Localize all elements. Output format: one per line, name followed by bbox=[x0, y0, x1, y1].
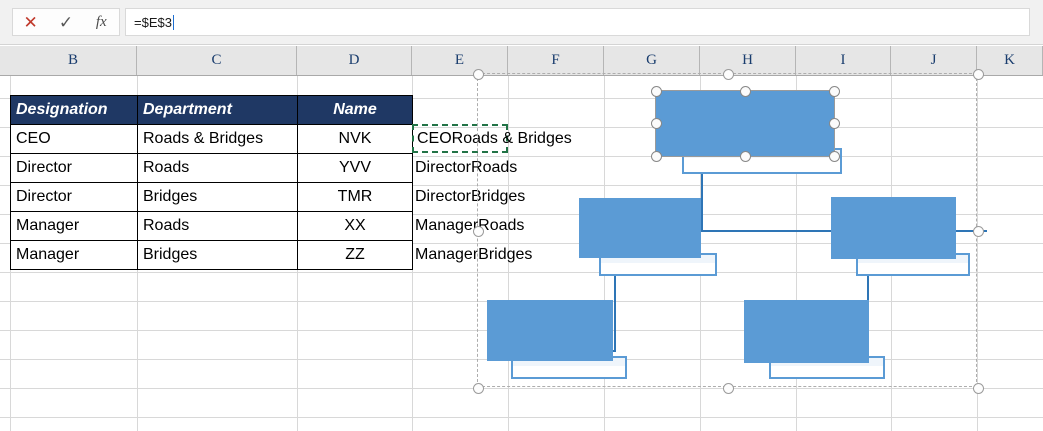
cell-value: DirectorRoads bbox=[415, 158, 518, 176]
column-header-c[interactable]: C bbox=[137, 46, 297, 75]
resize-handle-5[interactable] bbox=[650, 150, 662, 162]
column-header-g[interactable]: G bbox=[604, 46, 700, 75]
table-cell-designation[interactable]: Manager bbox=[10, 240, 138, 270]
table-cell-name[interactable]: TMR bbox=[297, 182, 413, 212]
column-header-e[interactable]: E bbox=[412, 46, 508, 75]
enter-check-icon[interactable]: ✓ bbox=[58, 12, 74, 32]
table-cell-department[interactable]: Roads & Bridges bbox=[137, 124, 298, 154]
smartart-frame-handle-3[interactable] bbox=[472, 225, 484, 237]
formula-input-value: =$E$3 bbox=[134, 14, 172, 30]
cell-e7[interactable]: ManagerBridges bbox=[412, 240, 532, 269]
manager-roads-node[interactable] bbox=[487, 300, 613, 361]
table-cell-name[interactable]: XX bbox=[297, 211, 413, 241]
smartart-frame-handle-1[interactable] bbox=[722, 68, 734, 80]
grid-line-horizontal bbox=[0, 272, 1043, 273]
table-cell-department[interactable]: Roads bbox=[137, 211, 298, 241]
table-cell-designation[interactable]: Manager bbox=[10, 211, 138, 241]
cell-e4[interactable]: DirectorRoads bbox=[412, 153, 517, 182]
cell-e5[interactable]: DirectorBridges bbox=[412, 182, 525, 211]
column-header-i[interactable]: I bbox=[796, 46, 891, 75]
smartart-frame-handle-4[interactable] bbox=[972, 225, 984, 237]
resize-handle-2[interactable] bbox=[828, 85, 840, 97]
grid-line-horizontal bbox=[0, 417, 1043, 418]
resize-handle-7[interactable] bbox=[828, 150, 840, 162]
table-cell-name[interactable]: YVV bbox=[297, 153, 413, 183]
grid-line-horizontal bbox=[0, 127, 1043, 128]
cell-value: ManagerRoads bbox=[415, 216, 525, 234]
resize-handle-1[interactable] bbox=[739, 85, 751, 97]
smartart-frame-handle-7[interactable] bbox=[972, 382, 984, 394]
grid-line-vertical bbox=[508, 76, 509, 431]
cell-value: CEORoads & Bridges bbox=[417, 129, 572, 147]
connector-director-roads-down bbox=[614, 276, 616, 352]
ceo-node[interactable] bbox=[656, 91, 834, 156]
grid-line-horizontal bbox=[0, 243, 1043, 244]
director-bridges-node[interactable] bbox=[831, 197, 956, 259]
grid-line-horizontal bbox=[0, 98, 1043, 99]
table-cell-designation[interactable]: Director bbox=[10, 153, 138, 183]
cell-value: ManagerBridges bbox=[415, 245, 533, 263]
column-header-h[interactable]: H bbox=[700, 46, 796, 75]
table-header-department[interactable]: Department bbox=[137, 95, 298, 125]
table-cell-department[interactable]: Roads bbox=[137, 153, 298, 183]
grid-line-horizontal bbox=[0, 214, 1043, 215]
formula-bar: ✕ ✓ fx =$E$3 bbox=[0, 0, 1043, 45]
connector-directors-horizontal bbox=[647, 230, 987, 232]
grid-line-horizontal bbox=[0, 156, 1043, 157]
resize-handle-4[interactable] bbox=[828, 118, 840, 129]
text-caret bbox=[172, 14, 174, 30]
manager-bridges-node[interactable] bbox=[744, 300, 869, 363]
table-header-name[interactable]: Name bbox=[297, 95, 413, 125]
table-cell-designation[interactable]: Director bbox=[10, 182, 138, 212]
resize-handle-6[interactable] bbox=[739, 150, 751, 162]
table-cell-name[interactable]: NVK bbox=[297, 124, 413, 154]
resize-handle-0[interactable] bbox=[650, 85, 662, 97]
column-header-f[interactable]: F bbox=[508, 46, 604, 75]
grid-line-vertical bbox=[412, 76, 413, 431]
grid-line-horizontal bbox=[0, 185, 1043, 186]
ceo-node-selection-outline bbox=[655, 90, 835, 157]
table-header-designation[interactable]: Designation bbox=[10, 95, 138, 125]
cell-e6[interactable]: ManagerRoads bbox=[412, 211, 524, 240]
grid-line-vertical bbox=[796, 76, 797, 431]
grid-line-horizontal bbox=[0, 388, 1043, 389]
table-cell-name[interactable]: ZZ bbox=[297, 240, 413, 270]
column-header-b[interactable]: B bbox=[10, 46, 137, 75]
column-header-k[interactable]: K bbox=[977, 46, 1043, 75]
cell-e3[interactable]: CEORoads & Bridges bbox=[412, 124, 572, 153]
smartart-frame-handle-5[interactable] bbox=[472, 382, 484, 394]
smartart-frame-handle-2[interactable] bbox=[972, 68, 984, 80]
grid-line-vertical bbox=[977, 76, 978, 431]
table-cell-department[interactable]: Bridges bbox=[137, 240, 298, 270]
resize-handle-3[interactable] bbox=[650, 118, 662, 129]
cell-value: DirectorBridges bbox=[415, 187, 526, 205]
column-header-d[interactable]: D bbox=[297, 46, 412, 75]
director-roads-node[interactable] bbox=[579, 198, 701, 258]
smartart-organization-chart[interactable] bbox=[472, 68, 987, 394]
cancel-x-icon[interactable]: ✕ bbox=[23, 12, 38, 32]
formula-bar-buttons: ✕ ✓ fx bbox=[12, 8, 120, 36]
column-header-j[interactable]: J bbox=[891, 46, 977, 75]
smartart-frame-handle-0[interactable] bbox=[472, 68, 484, 80]
smartart-frame-handle-6[interactable] bbox=[722, 382, 734, 394]
insert-function-icon[interactable]: fx bbox=[95, 13, 107, 30]
table-cell-designation[interactable]: CEO bbox=[10, 124, 138, 154]
formula-input[interactable]: =$E$3 bbox=[125, 8, 1030, 36]
table-cell-department[interactable]: Bridges bbox=[137, 182, 298, 212]
connector-ceo-down bbox=[701, 174, 703, 232]
